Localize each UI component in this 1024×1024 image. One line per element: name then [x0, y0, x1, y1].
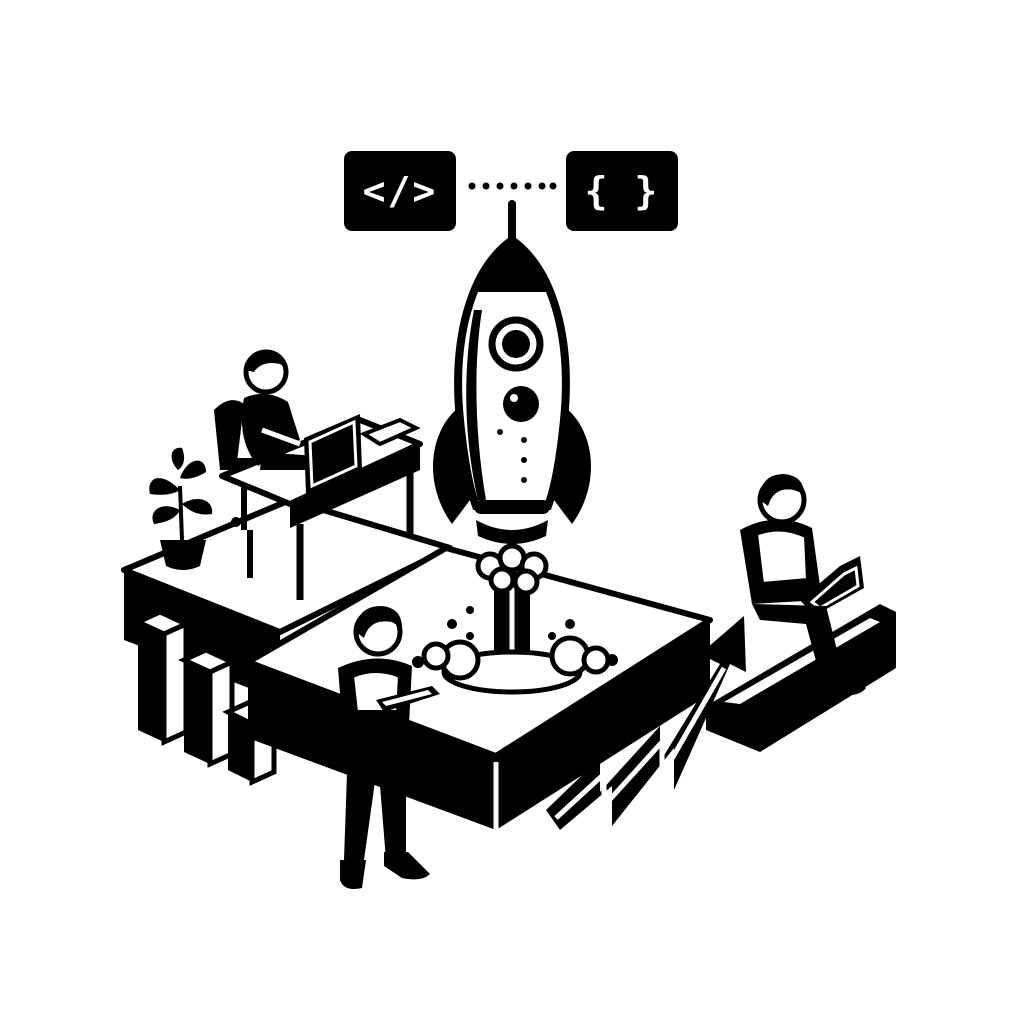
sitting-person-with-laptop	[740, 474, 866, 696]
standing-person-with-tablet	[338, 606, 440, 889]
code-tag-icon: </>	[344, 151, 456, 231]
potted-plant-icon	[149, 447, 241, 570]
curly-braces-icon: { }	[566, 151, 678, 231]
badge-connector	[468, 182, 557, 190]
exhaust-sparks	[412, 606, 618, 668]
bar-blocks-icon	[131, 609, 280, 786]
rocket-exhaust-clouds	[421, 543, 611, 695]
rising-arrow-icon	[546, 616, 746, 830]
desk-workstation	[214, 349, 423, 600]
right-platform	[706, 604, 896, 752]
rocket-icon	[432, 200, 592, 658]
